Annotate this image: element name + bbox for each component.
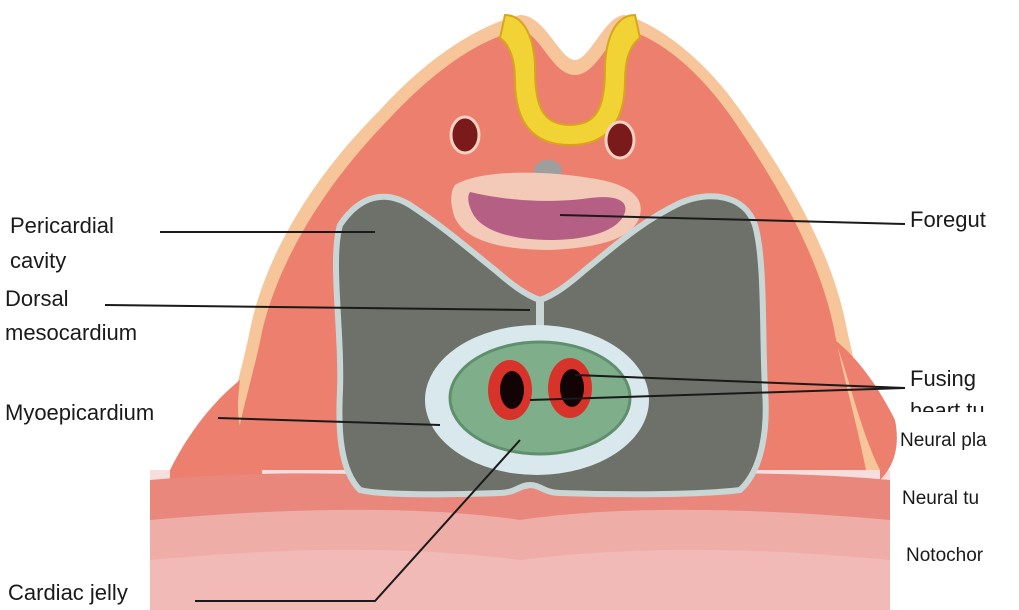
- label-dorsal: Dorsal: [5, 286, 69, 312]
- label-neural-plate: Neural pla: [900, 430, 987, 452]
- left-dorsal-aorta: [451, 117, 479, 153]
- label-notochord: Notochor: [906, 545, 983, 567]
- left-heart-tube-lumen: [500, 371, 524, 409]
- label-foregut: Foregut: [910, 207, 986, 233]
- label-cardiac-jelly: Cardiac jelly: [8, 580, 128, 606]
- label-mesocardium: mesocardium: [5, 320, 137, 346]
- yolk-sac-layer: [150, 510, 890, 610]
- label-neural-tube: Neural tu: [902, 488, 979, 510]
- label-fusing: Fusing: [910, 366, 976, 392]
- label-myoepicardium: Myoepicardium: [5, 400, 154, 426]
- right-dorsal-aorta: [606, 122, 634, 158]
- label-pericardial: Pericardial: [10, 213, 114, 239]
- label-heart-tubes: heart tu: [910, 398, 1019, 412]
- label-cavity: cavity: [10, 248, 66, 274]
